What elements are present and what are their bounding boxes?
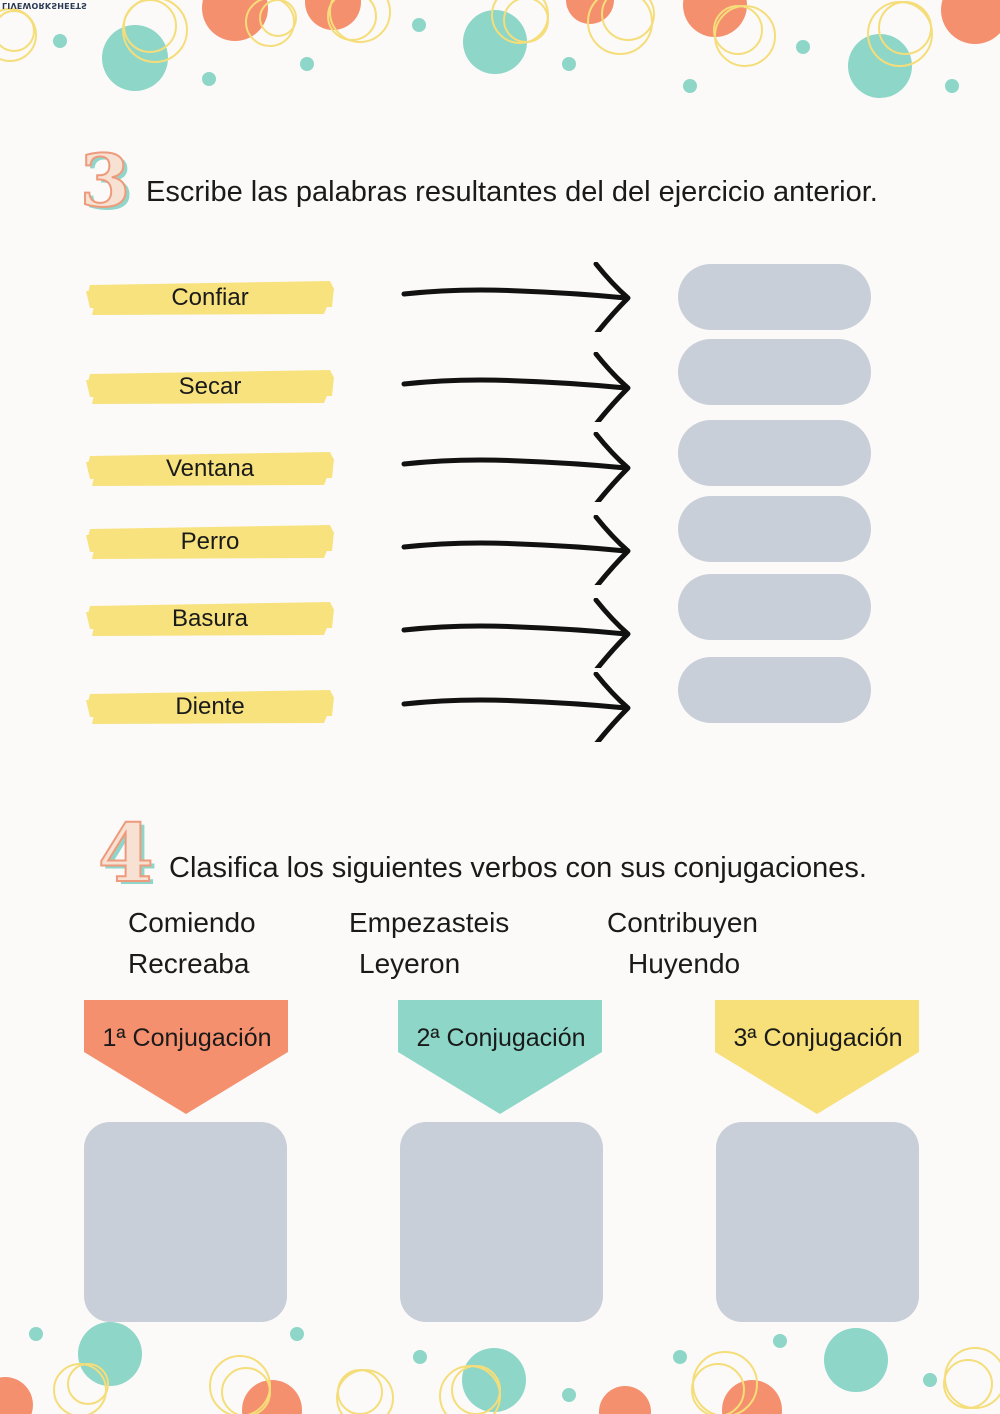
arrow-right-icon xyxy=(401,672,631,742)
conjugation-3-drop-box[interactable] xyxy=(716,1122,919,1322)
highlight-brush xyxy=(86,370,334,404)
highlight-brush xyxy=(86,525,334,559)
highlight-brush xyxy=(86,281,334,315)
arrow-right-icon xyxy=(401,352,631,422)
word-text: Perro xyxy=(180,528,240,555)
verb-word[interactable]: Empezasteis xyxy=(349,907,510,938)
answer-input-box[interactable] xyxy=(678,657,871,723)
highlight-brush xyxy=(86,690,334,724)
word-label: Diente xyxy=(84,686,336,728)
word-text: Confiar xyxy=(171,284,249,311)
conjugation-2-banner-shape xyxy=(398,1000,602,1114)
conjugation-3-banner-shape xyxy=(715,1000,919,1114)
arrow-right-icon xyxy=(401,515,631,585)
verb-word[interactable]: Huyendo xyxy=(628,948,741,979)
conjugation-1-banner-shape xyxy=(84,1000,288,1114)
answer-input-box[interactable] xyxy=(678,420,871,486)
conjugation-1-drop-box[interactable] xyxy=(84,1122,287,1322)
conjugation-3-banner: 3ª Conjugación xyxy=(715,1000,921,1116)
word-label: Secar xyxy=(84,366,336,408)
word-label: Basura xyxy=(84,598,336,640)
section-4-instruction: Clasifica los siguientes verbos con sus … xyxy=(169,852,867,884)
answer-input-box[interactable] xyxy=(678,496,871,562)
conjugation-2-banner: 2ª Conjugación xyxy=(398,1000,604,1116)
answer-input-box[interactable] xyxy=(678,574,871,640)
verb-word[interactable]: Leyeron xyxy=(359,948,461,979)
word-text: Secar xyxy=(178,373,242,400)
brand-watermark: LIVEWORKSHEETS xyxy=(2,1,88,10)
word-text: Ventana xyxy=(165,455,255,482)
arrow-right-icon xyxy=(401,262,631,332)
conjugation-1-banner: 1ª Conjugación xyxy=(84,1000,290,1116)
conjugation-1-label: 1ª Conjugación xyxy=(102,1024,272,1052)
arrow-right-icon xyxy=(401,432,631,502)
word-label: Confiar xyxy=(84,277,336,319)
word-label: Perro xyxy=(84,521,336,563)
word-label: Ventana xyxy=(84,448,336,490)
conjugation-2-label: 2ª Conjugación xyxy=(416,1024,586,1052)
highlight-brush xyxy=(86,602,334,636)
word-text: Basura xyxy=(171,605,249,632)
verb-word[interactable]: Recreaba xyxy=(128,948,250,979)
answer-input-box[interactable] xyxy=(678,264,871,330)
highlight-brush xyxy=(86,452,334,486)
section-3-number: 3 xyxy=(79,137,131,224)
answer-input-box[interactable] xyxy=(678,339,871,405)
conjugation-2-drop-box[interactable] xyxy=(400,1122,603,1322)
conjugation-3-label: 3ª Conjugación xyxy=(733,1024,903,1052)
verb-word[interactable]: Comiendo xyxy=(128,907,256,938)
verb-word[interactable]: Contribuyen xyxy=(607,907,758,938)
section-3-instruction: Escribe las palabras resultantes del del… xyxy=(146,176,878,208)
top-decoration xyxy=(0,0,1000,98)
word-text: Diente xyxy=(175,693,245,720)
section-4-number: 4 xyxy=(97,805,155,901)
arrow-right-icon xyxy=(401,598,631,668)
